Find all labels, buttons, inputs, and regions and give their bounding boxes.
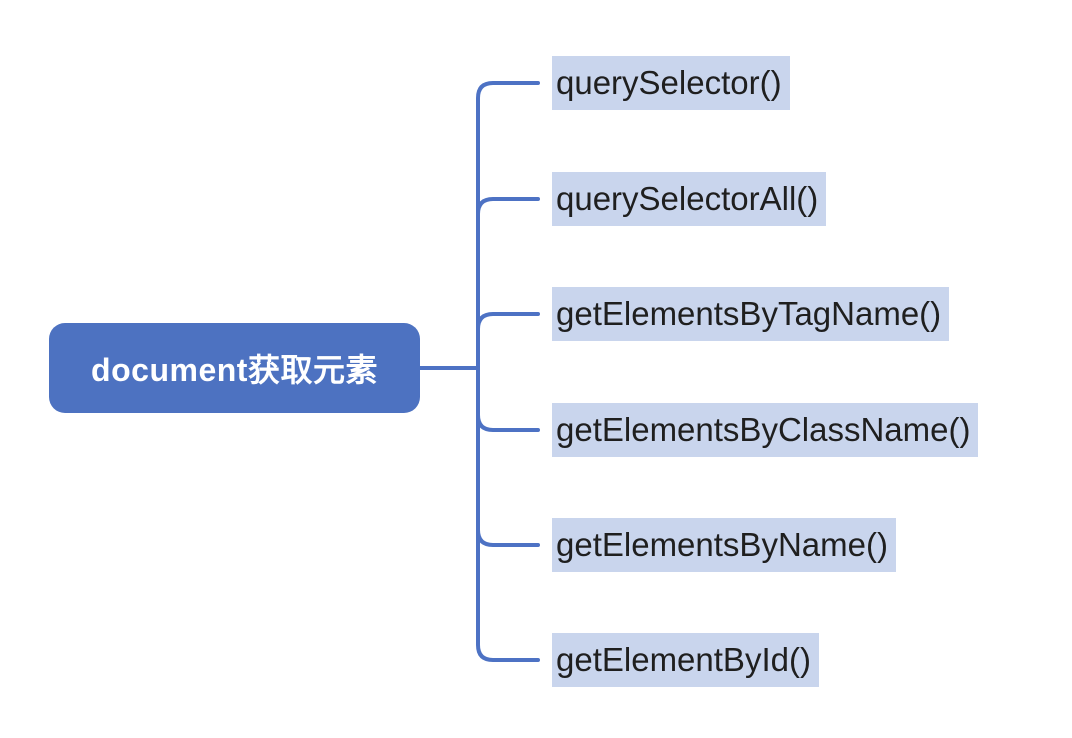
branch-node-getelementbyid[interactable]: getElementById() <box>552 633 819 687</box>
branch-line-4 <box>476 366 540 547</box>
root-node[interactable]: document获取元素 <box>49 323 420 413</box>
branch-line-2 <box>476 312 540 370</box>
branch-node-getelementsbyname[interactable]: getElementsByName() <box>552 518 896 572</box>
branch-line-3 <box>476 366 540 432</box>
branch-line-1 <box>476 197 540 370</box>
branch-node-queryselector[interactable]: querySelector() <box>552 56 790 110</box>
branch-node-queryselectorall[interactable]: querySelectorAll() <box>552 172 827 226</box>
branch-line-5 <box>476 366 540 662</box>
branch-node-getelementsbytagname[interactable]: getElementsByTagName() <box>552 287 950 341</box>
branch-line-0 <box>476 81 540 370</box>
branch-node-getelementsbyclassname[interactable]: getElementsByClassName() <box>552 403 979 457</box>
root-node-label: document获取元素 <box>91 352 378 388</box>
